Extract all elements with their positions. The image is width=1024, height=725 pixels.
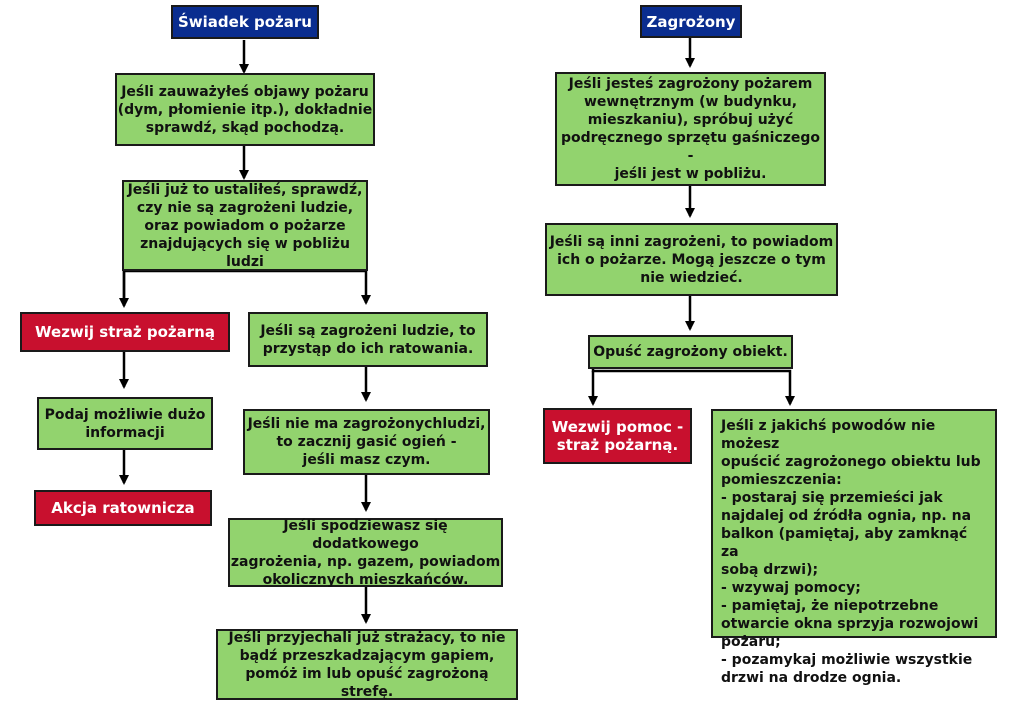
give-information: Podaj możliwie dużo informacji [37, 397, 213, 450]
step-noticed-fire: Jeśli zauważyłeś objawy pożaru (dym, pło… [115, 73, 375, 146]
step-cannot-leave: Jeśli z jakichś powodów nie możesz opuśc… [711, 409, 997, 686]
step-extinguish: Jeśli nie ma zagrożonychludzi, to zaczni… [243, 409, 490, 475]
header-endangered: Zagrożony [640, 5, 742, 38]
step-extra-threat: Jeśli spodziewasz się dodatkowego zagroż… [228, 518, 503, 588]
branch-leave [591, 369, 795, 406]
step-leave-building: Opuść zagrożony obiekt. [588, 335, 793, 369]
step-check-people: Jeśli już to ustaliłeś, sprawdź, czy nie… [122, 180, 368, 271]
step-use-extinguisher: Jeśli jesteś zagrożony pożarem wewnętrzn… [555, 72, 826, 186]
header-witness: Świadek pożaru [171, 5, 319, 39]
rescue-action: Akcja ratownicza [34, 490, 212, 526]
step-notify-others: Jeśli są inni zagrożeni, to powiadom ich… [545, 223, 838, 296]
step-firefighters: Jeśli przyjechali już strażacy, to nie b… [216, 629, 518, 700]
call-fire-brigade: Wezwij straż pożarną [20, 312, 230, 352]
branch-step2 [122, 269, 371, 305]
call-help: Wezwij pomoc - straż pożarną. [543, 408, 692, 464]
step-rescue-people: Jeśli są zagrożeni ludzie, to przystąp d… [248, 312, 488, 367]
